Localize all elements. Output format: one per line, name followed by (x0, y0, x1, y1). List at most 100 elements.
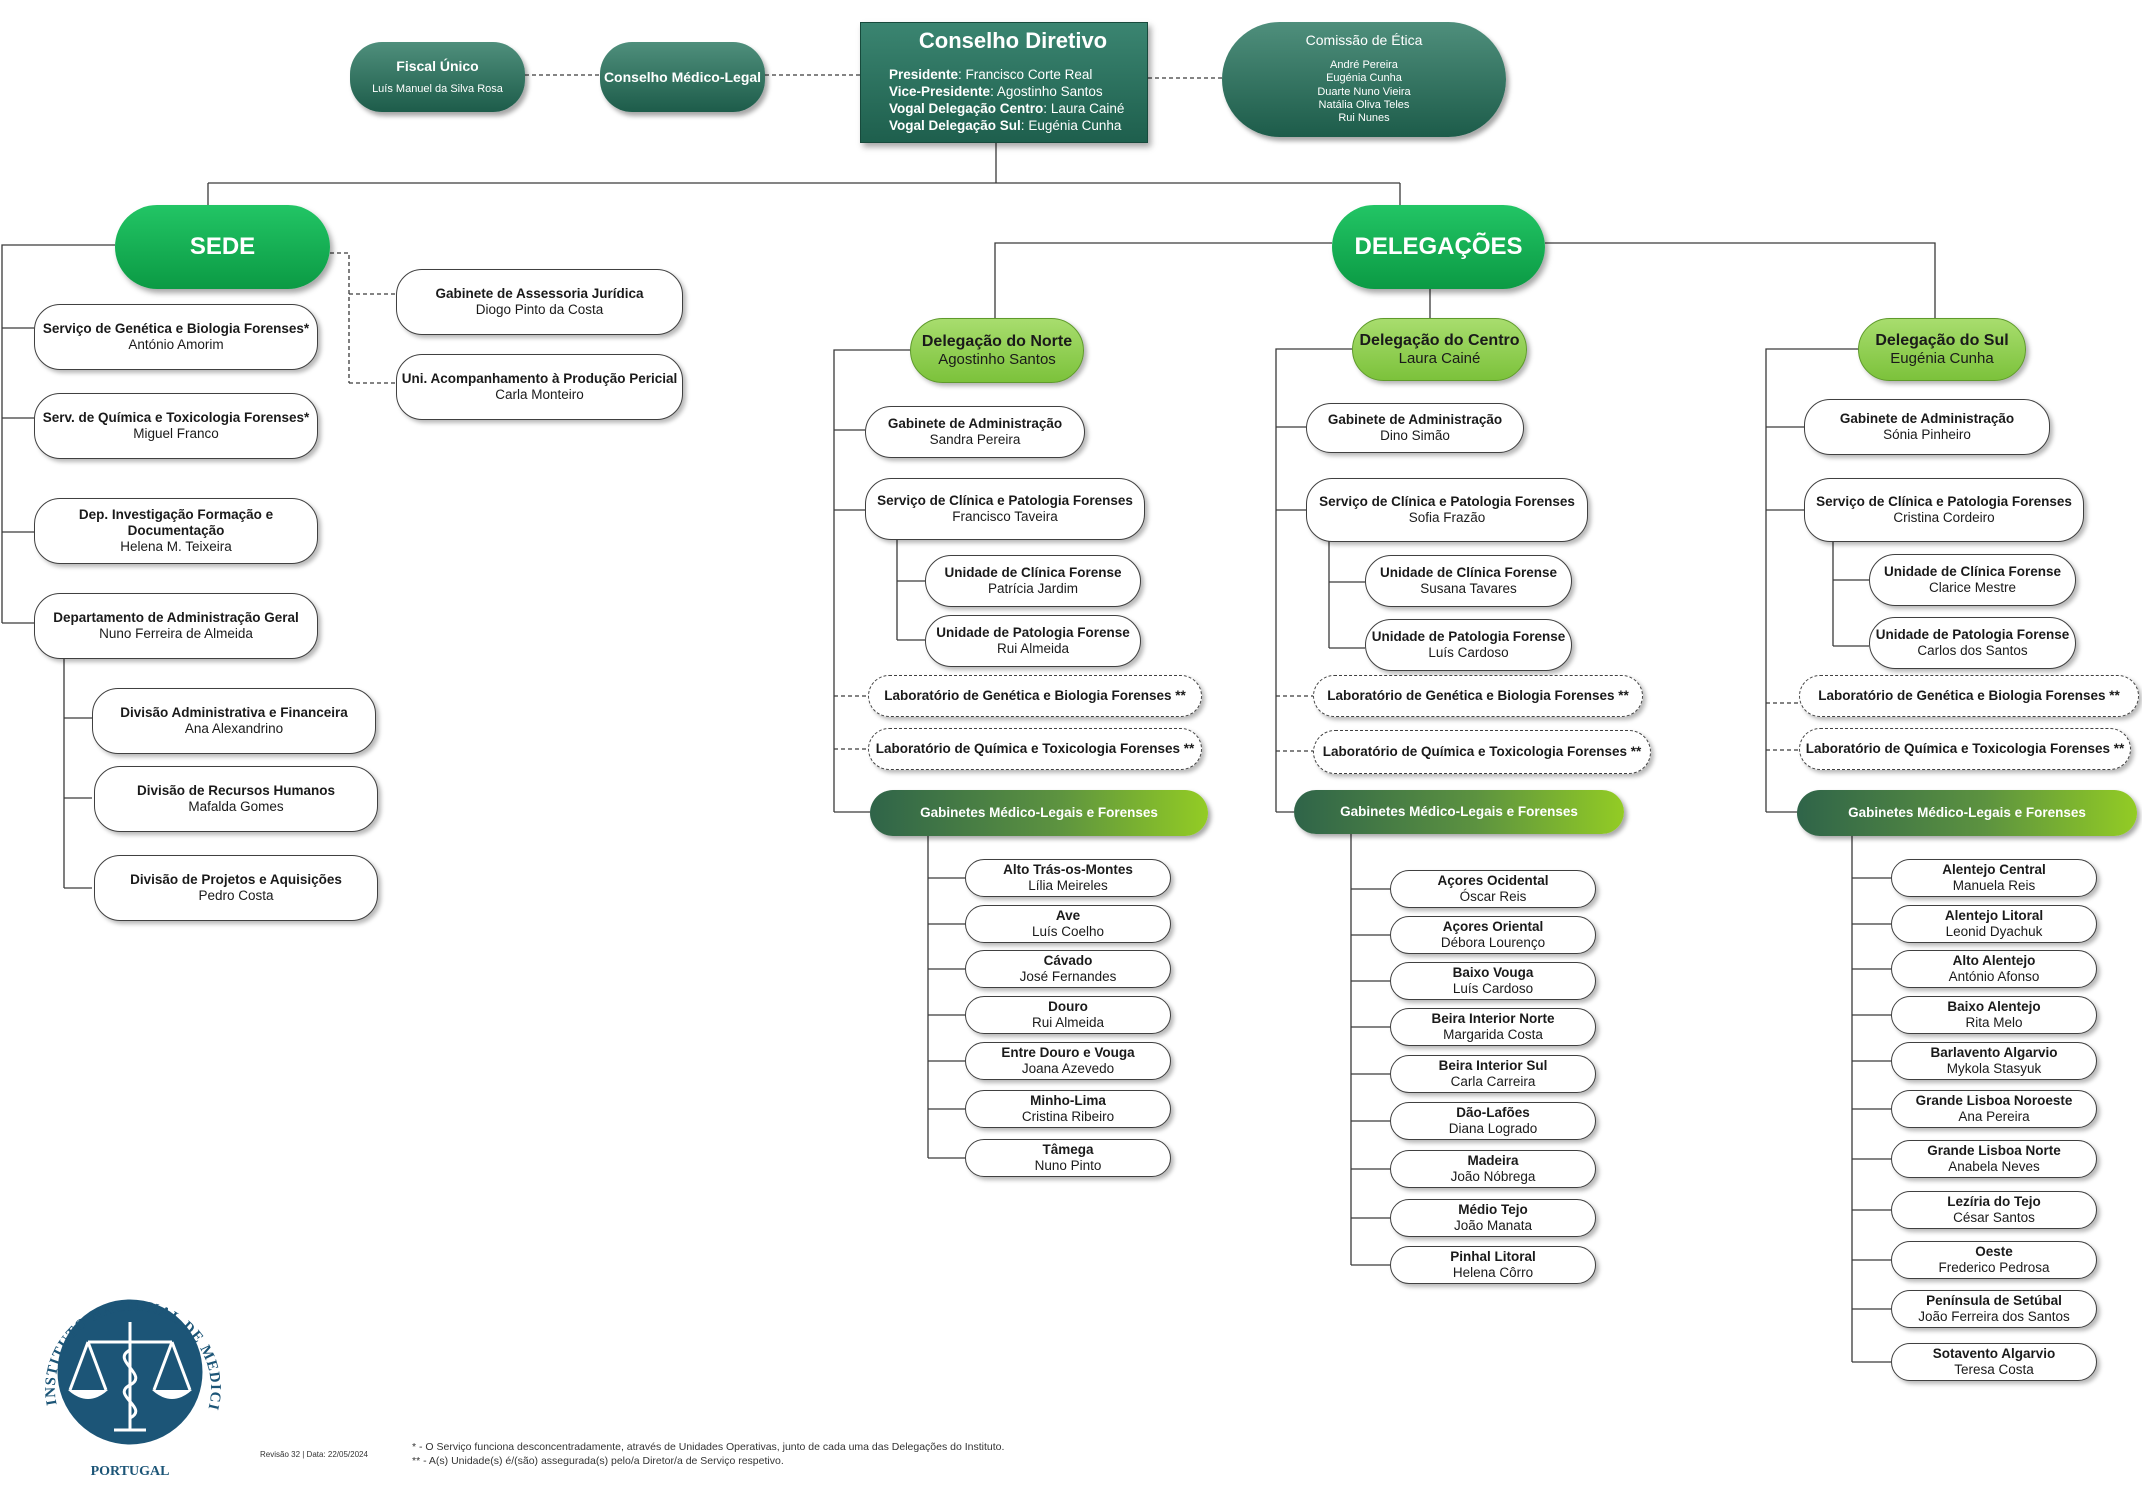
inml-logo: INSTITUTO NACIONAL DE MEDICINA LEGAL E C… (18, 1260, 222, 1479)
node-person: Carla Monteiro (495, 387, 584, 402)
node-person: Patrícia Jardim (987, 581, 1079, 596)
node-person: João Ferreira dos Santos (1918, 1309, 2070, 1324)
node-person: Débora Lourenço (1440, 935, 1546, 950)
footnote-single-asterisk: * - O Serviço funciona desconcentradamen… (412, 1441, 1005, 1453)
node-person: Cristina Ribeiro (1021, 1109, 1115, 1124)
node-title: Beira Interior Norte (1431, 1010, 1555, 1026)
member-role: Vogal Delegação Sul (889, 118, 1021, 134)
node-title: Laboratório de Genética e Biologia Foren… (884, 687, 1186, 703)
member-role: Presidente (889, 67, 959, 83)
norte-gabinetes-medico-legais: Gabinetes Médico-Legais e Forenses (870, 790, 1208, 836)
etica-member: Rui Nunes (1338, 112, 1390, 125)
node-title: Península de Setúbal (1926, 1292, 2062, 1308)
node-title: Serviço de Clínica e Patologia Forenses (1816, 493, 2072, 509)
node-person: Rui Almeida (996, 641, 1070, 656)
member-separator: : (958, 67, 966, 83)
node-person: Margarida Costa (1443, 1027, 1543, 1042)
node-person: Manuela Reis (1952, 878, 2036, 893)
sul-lab-genetica: Laboratório de Genética e Biologia Foren… (1799, 675, 2139, 717)
servico-quimica-toxicologia: Serv. de Química e Toxicologia Forenses*… (34, 393, 318, 459)
conselho-medico-legal-box: Conselho Médico-Legal (600, 42, 765, 112)
node-title: Delegação do Centro (1359, 331, 1520, 349)
node-title: Gabinetes Médico-Legais e Forenses (920, 804, 1158, 820)
node-title: Douro (1048, 998, 1088, 1014)
node-title: Uni. Acompanhamento à Produção Pericial (401, 370, 678, 386)
node-title: Divisão Administrativa e Financeira (120, 704, 348, 720)
node-title: Gabinete de Assessoria Jurídica (435, 285, 644, 301)
node-person: Clarice Mestre (1928, 580, 2017, 595)
node-title: Alto Trás-os-Montes (1003, 861, 1133, 877)
member-role: Vogal Delegação Centro (889, 101, 1044, 117)
footnote-double-asterisk: ** - A(s) Unidade(s) é/(são) assegurada(… (412, 1455, 784, 1467)
node-person: Sandra Pereira (929, 432, 1021, 447)
node-title: Minho-Lima (1030, 1092, 1106, 1108)
node-person: Diana Logrado (1448, 1121, 1538, 1136)
node-title: Unidade de Clínica Forense (1379, 564, 1558, 580)
node-person: Carla Carreira (1450, 1074, 1536, 1089)
node-title: Baixo Alentejo (1947, 998, 2041, 1014)
node-title: Tâmega (1042, 1141, 1094, 1157)
node-person: Lília Meireles (1028, 878, 1108, 893)
servico-genetica-biologia: Serviço de Genética e Biologia Forenses*… (34, 304, 318, 370)
node-person: Cristina Cordeiro (1893, 510, 1995, 525)
node-person: Frederico Pedrosa (1938, 1260, 2050, 1275)
node-title: Serviço de Clínica e Patologia Forenses (1319, 493, 1575, 509)
norte-lab-quimica: Laboratório de Química e Toxicologia For… (868, 728, 1202, 770)
node-person: Helena M. Teixeira (120, 539, 232, 555)
fiscal-name: Luís Manuel da Silva Rosa (372, 83, 503, 96)
node-title: Sotavento Algarvio (1932, 1345, 2056, 1361)
dep-investigacao-formacao: Dep. Investigação Formação e Documentaçã… (34, 498, 318, 564)
node-title: Dep. Investigação Formação e Documentaçã… (78, 506, 274, 538)
node-title: Grande Lisboa Norte (1927, 1142, 2061, 1158)
conselho-member-row: Vice-Presidente: Agostinho Santos (889, 84, 1137, 101)
conselho-diretivo-box: Conselho Diretivo Presidente: Francisco … (860, 22, 1148, 143)
node-title: Cávado (1043, 952, 1093, 968)
node-title: Serviço de Genética e Biologia Forenses* (42, 320, 310, 336)
node-person: Joana Azevedo (1021, 1061, 1115, 1076)
scales-icon (68, 1322, 192, 1432)
node-title: Serv. de Química e Toxicologia Forenses* (42, 409, 310, 425)
node-person: Anabela Neves (1948, 1159, 2040, 1174)
node-title: Laboratório de Química e Toxicologia For… (1805, 740, 2125, 756)
delegacoes-box: DELEGAÇÕES (1332, 205, 1545, 289)
node-title: Alentejo Litoral (1944, 907, 2044, 923)
node-title: Lezíria do Tejo (1947, 1193, 2041, 1209)
member-name: Francisco Corte Real (965, 67, 1093, 83)
node-title: Barlavento Algarvio (1930, 1044, 2058, 1060)
node-person: Dino Simão (1380, 428, 1450, 443)
conselho-member-row: Vogal Delegação Sul: Eugénia Cunha (889, 118, 1137, 135)
node-person: Sónia Pinheiro (1883, 427, 1971, 442)
node-title: Açores Oriental (1442, 918, 1544, 934)
etica-member: Duarte Nuno Vieira (1317, 85, 1411, 98)
etica-member: André Pereira (1330, 58, 1398, 71)
node-person: João Nóbrega (1450, 1169, 1536, 1184)
node-person: Óscar Reis (1459, 889, 1527, 904)
node-person: César Santos (1953, 1210, 2035, 1225)
node-person: Rita Melo (1965, 1015, 2023, 1030)
centro-lab-quimica: Laboratório de Química e Toxicologia For… (1313, 730, 1651, 774)
member-separator: : (1043, 101, 1051, 117)
